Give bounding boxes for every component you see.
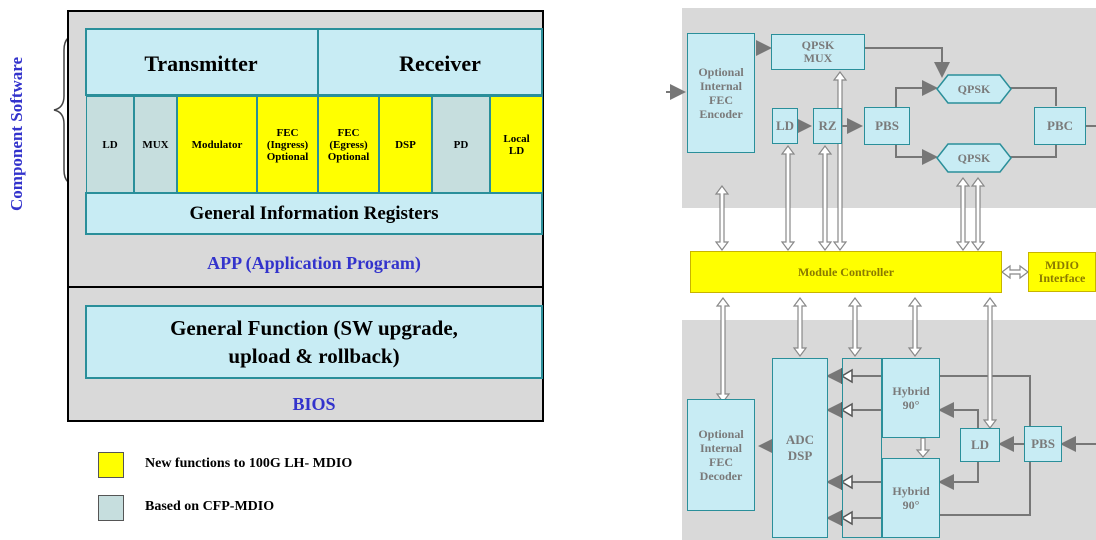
- legend-label-based: Based on CFP-MDIO: [145, 499, 275, 514]
- hybrid-bottom-block: Hybrid 90°: [882, 458, 940, 538]
- legend-label-new: New functions to 100G LH- MDIO: [145, 456, 353, 471]
- cell-dsp: DSP: [379, 96, 432, 193]
- software-architecture-diagram: Component Software Transmitter Receiver …: [7, 10, 544, 521]
- fec-decoder-block: Optional Internal FEC Decoder: [687, 399, 755, 511]
- qpsk-top-label: QPSK: [957, 81, 991, 96]
- general-information-registers: General Information Registers: [85, 192, 543, 235]
- photodiode-column: [842, 358, 882, 538]
- ld-rx-block: LD: [960, 428, 1000, 462]
- cell-pd: PD: [432, 96, 490, 193]
- pbs-tx-block: PBS: [864, 107, 910, 145]
- rz-block: RZ: [813, 108, 842, 144]
- pbc-block: PBC: [1034, 107, 1086, 145]
- pbs-rx-block: PBS: [1024, 426, 1062, 462]
- cell-fec-ingress: FEC (Ingress) Optional: [257, 96, 318, 193]
- qpsk-mux-block: QPSK MUX: [771, 34, 865, 70]
- header-divider: [317, 28, 319, 96]
- cell-local-ld: Local LD: [490, 96, 543, 193]
- mdio-interface-block: MDIO Interface: [1028, 252, 1096, 292]
- cell-modulator: Modulator: [177, 96, 257, 193]
- qpsk-top-shape: [936, 74, 1012, 104]
- qpsk-bottom-label: QPSK: [957, 150, 991, 165]
- transmitter-label: Transmitter: [144, 51, 258, 76]
- cell-fec-egress: FEC (Egress) Optional: [318, 96, 379, 193]
- qpsk-bottom-shape: [936, 143, 1012, 173]
- cell-mux: MUX: [134, 96, 177, 193]
- header-box: [85, 28, 543, 96]
- fec-encoder-block: Optional Internal FEC Encoder: [687, 33, 755, 153]
- module-controller-block: Module Controller: [690, 251, 1002, 293]
- app-label: APP (Application Program): [207, 252, 421, 273]
- bios-label: BIOS: [292, 393, 336, 414]
- adc-dsp-block: ADC DSP: [772, 358, 828, 538]
- receiver-label: Receiver: [399, 51, 481, 76]
- general-function-box: General Function (SW upgrade, upload & r…: [85, 305, 543, 379]
- hardware-block-diagram: Optional Internal FEC Encoder QPSK MUX L…: [660, 0, 1096, 540]
- legend-swatch-based: [98, 495, 124, 521]
- hybrid-top-block: Hybrid 90°: [882, 358, 940, 438]
- cell-ld: LD: [86, 96, 134, 193]
- ld-tx-block: LD: [772, 108, 798, 144]
- connector-lines: [666, 40, 1096, 526]
- legend-swatch-new: [98, 452, 124, 478]
- brace-icon: [53, 33, 81, 187]
- component-software-label: Component Software: [7, 56, 26, 211]
